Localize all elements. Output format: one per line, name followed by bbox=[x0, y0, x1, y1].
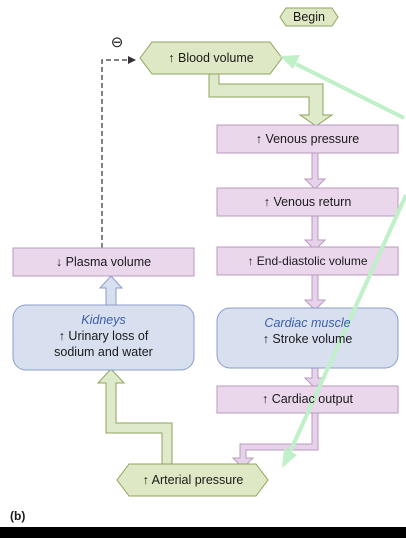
venous-pressure-label: ↑ Venous pressure bbox=[255, 132, 360, 146]
venous-pressure-box bbox=[216, 124, 399, 154]
begin-label: Begin bbox=[293, 10, 325, 24]
plasma-volume-box bbox=[12, 247, 195, 277]
arrow-return-to-edv bbox=[303, 215, 327, 251]
figure-label: (b) bbox=[10, 509, 26, 523]
inhibit-symbol: ⊖ bbox=[110, 34, 124, 51]
overlay-arrow-upper-head bbox=[280, 55, 300, 69]
arrow-venous-to-return bbox=[303, 152, 327, 190]
venous-return-box bbox=[216, 187, 399, 217]
begin-hexagon bbox=[279, 7, 339, 27]
overlay-arrow-lower-head bbox=[282, 448, 297, 468]
arrow-blood-to-venous bbox=[208, 73, 334, 127]
cardiac-muscle-title: Cardiac muscle bbox=[264, 316, 351, 330]
plasma-volume-label: ↓ Plasma volume bbox=[55, 255, 152, 269]
cardiac-muscle-box bbox=[216, 307, 399, 369]
flow-diagram bbox=[12, 7, 406, 497]
arrow-edv-to-cardiac-muscle bbox=[303, 274, 327, 311]
arterial-pressure-label: ↑ Arterial pressure bbox=[142, 473, 244, 487]
kidneys-line-2: sodium and water bbox=[54, 345, 153, 359]
overlay-arrow-upper bbox=[295, 62, 405, 120]
arterial-pressure-hexagon bbox=[116, 463, 269, 497]
figure-panel: Begin ⊖ ↑ Blood volume ↑ Venous pressure… bbox=[0, 0, 406, 527]
arrow-arterial-to-kidneys bbox=[96, 368, 173, 467]
venous-return-label: ↑ Venous return bbox=[263, 195, 352, 209]
feedback-arrowhead bbox=[128, 56, 136, 64]
stroke-volume-label: ↑ Stroke volume bbox=[262, 332, 353, 346]
edv-box bbox=[216, 246, 399, 276]
edv-label: ↑ End-diastolic volume bbox=[247, 254, 368, 268]
arrow-kidneys-to-plasma bbox=[98, 275, 124, 306]
blood-volume-label: ↑ Blood volume bbox=[168, 51, 254, 65]
kidneys-line-1: ↑ Urinary loss of bbox=[58, 329, 149, 343]
kidneys-title: Kidneys bbox=[81, 313, 126, 327]
overlay-arrow-lower bbox=[288, 194, 406, 453]
feedback-dashed-line bbox=[101, 59, 128, 248]
kidneys-box bbox=[12, 304, 195, 371]
cardiac-output-label: ↑ Cardiac output bbox=[261, 392, 354, 406]
arrow-output-to-arterial bbox=[231, 412, 319, 469]
